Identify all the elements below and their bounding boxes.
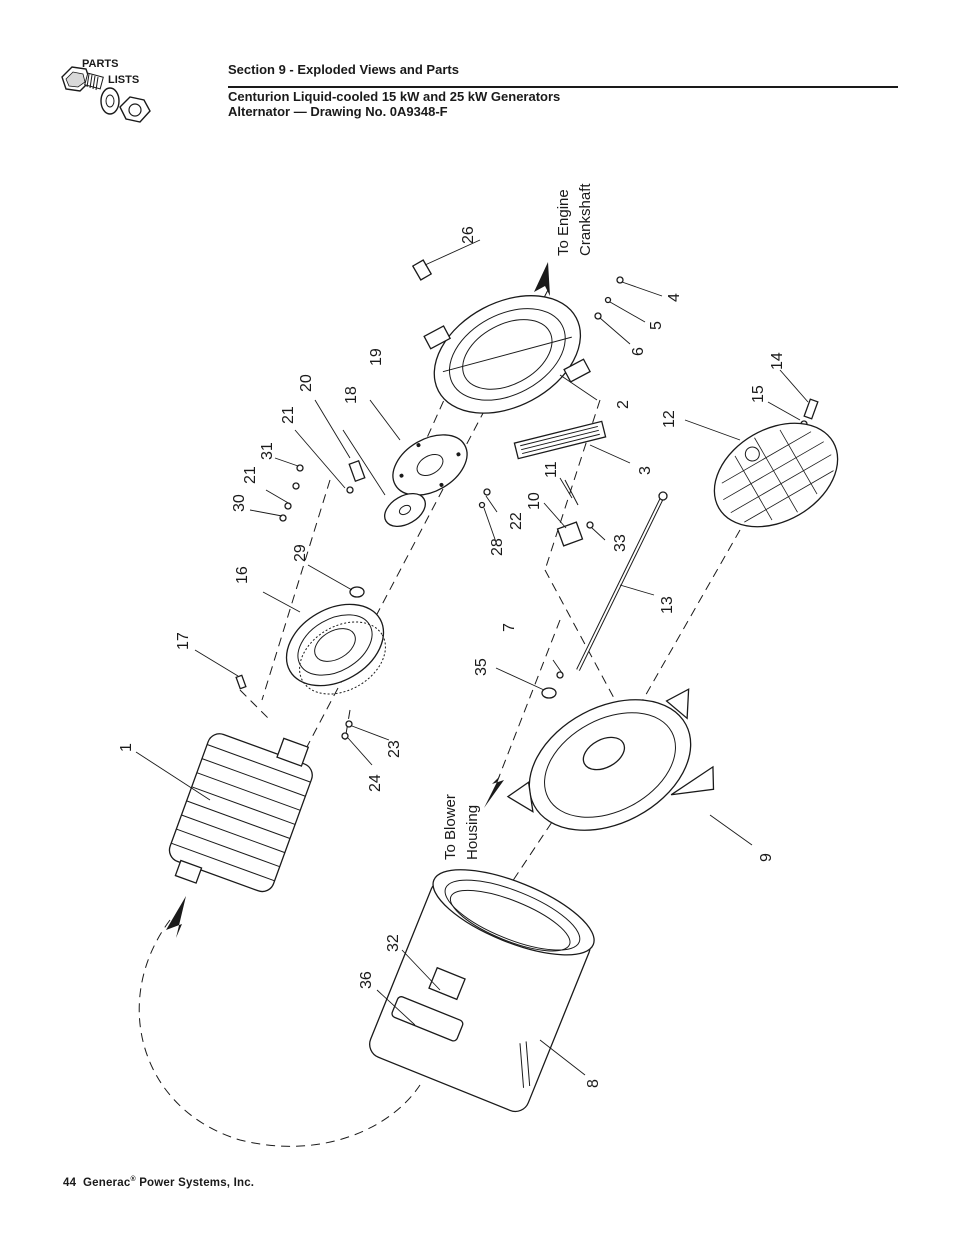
logo-word-parts: PARTS xyxy=(82,58,118,70)
shaft-key xyxy=(235,674,247,690)
leader-lines xyxy=(135,239,809,1076)
callout-21b: 21 xyxy=(242,466,259,484)
to-engine-line2: Crankshaft xyxy=(577,183,594,256)
footer-brand: Generac xyxy=(83,1176,131,1189)
callout-9: 9 xyxy=(758,853,775,862)
to-blower-housing-label: To Blower Housing xyxy=(442,794,481,860)
callout-16: 16 xyxy=(234,566,251,584)
callout-4: 4 xyxy=(666,293,683,302)
registered-mark: ® xyxy=(130,1176,136,1183)
callout-7: 7 xyxy=(501,623,518,632)
logo-word-lists: LISTS xyxy=(108,74,139,86)
callout-15: 15 xyxy=(750,385,767,403)
drawing-title-line1: Centurion Liquid-cooled 15 kW and 25 kW … xyxy=(228,89,561,104)
end-cover xyxy=(713,422,839,528)
drawing-title-line2: Alternator — Drawing No. 0A9348-F xyxy=(228,104,448,119)
callout-10: 10 xyxy=(526,492,543,510)
callout-20: 20 xyxy=(298,374,315,392)
header-rule xyxy=(228,86,898,88)
brush-bracket xyxy=(556,479,584,547)
stator-housing xyxy=(369,869,595,1113)
end-bracket xyxy=(506,688,715,831)
callout-2: 2 xyxy=(615,400,632,409)
to-engine-line1: To Engine xyxy=(555,189,572,256)
callout-24: 24 xyxy=(367,774,384,792)
callout-11: 11 xyxy=(543,461,560,478)
callout-26: 26 xyxy=(460,226,477,244)
cooling-fan xyxy=(285,603,386,695)
callout-8: 8 xyxy=(585,1079,602,1088)
grille-strip xyxy=(513,420,607,460)
parts-lists-logo: PARTS LISTS xyxy=(61,58,151,123)
page-number: 44 xyxy=(63,1176,77,1189)
callout-21a: 21 xyxy=(280,406,297,424)
bearing-plate xyxy=(392,434,468,496)
callout-22: 22 xyxy=(508,512,525,530)
rotor-return-path xyxy=(138,919,421,1147)
washer-35 xyxy=(541,687,557,699)
footer-company: Power Systems, Inc. xyxy=(135,1176,255,1189)
to-blower-line1: To Blower xyxy=(442,794,459,860)
callout-3: 3 xyxy=(637,466,654,475)
callout-17: 17 xyxy=(175,632,192,650)
rotor-assembly xyxy=(168,733,313,893)
small-hardware xyxy=(279,259,819,529)
screw-24 xyxy=(341,732,349,740)
blower-direction-arrow xyxy=(484,776,504,808)
adapter-housing xyxy=(423,295,591,414)
drawing-title: Centurion Liquid-cooled 15 kW and 25 kW … xyxy=(228,89,560,119)
callout-19: 19 xyxy=(368,348,385,366)
callout-36: 36 xyxy=(358,971,375,989)
engine-direction-arrow xyxy=(534,262,550,296)
to-engine-crankshaft-label: To Engine Crankshaft xyxy=(555,183,594,256)
callout-29: 29 xyxy=(292,544,309,562)
callout-6: 6 xyxy=(630,347,647,356)
to-blower-line2: Housing xyxy=(464,805,481,860)
callout-18: 18 xyxy=(343,386,360,404)
callout-32: 32 xyxy=(385,934,402,952)
callout-31: 31 xyxy=(259,442,276,460)
page-footer: 44 Generac® Power Systems, Inc. xyxy=(63,1176,254,1189)
callout-12: 12 xyxy=(661,410,678,428)
washer-29 xyxy=(349,586,365,598)
through-bolt xyxy=(576,491,668,671)
rotor-direction-arrow xyxy=(166,896,186,938)
callout-23: 23 xyxy=(386,740,403,758)
callout-14: 14 xyxy=(769,352,786,370)
bolt-washer-nut-icon xyxy=(61,66,151,123)
callout-35: 35 xyxy=(473,658,490,676)
section-heading: Section 9 - Exploded Views and Parts xyxy=(228,62,459,77)
small-plate xyxy=(384,492,426,528)
callout-13: 13 xyxy=(659,596,676,614)
callouts: 1 2 3 4 5 6 7 8 9 10 11 12 13 14 15 16 1… xyxy=(118,226,786,1088)
callout-30: 30 xyxy=(231,494,248,512)
callout-28: 28 xyxy=(489,538,506,556)
washer-23 xyxy=(345,720,353,728)
callout-33: 33 xyxy=(612,534,629,552)
washer-7 xyxy=(556,671,564,679)
callout-5: 5 xyxy=(648,321,665,330)
callout-1: 1 xyxy=(118,743,135,752)
